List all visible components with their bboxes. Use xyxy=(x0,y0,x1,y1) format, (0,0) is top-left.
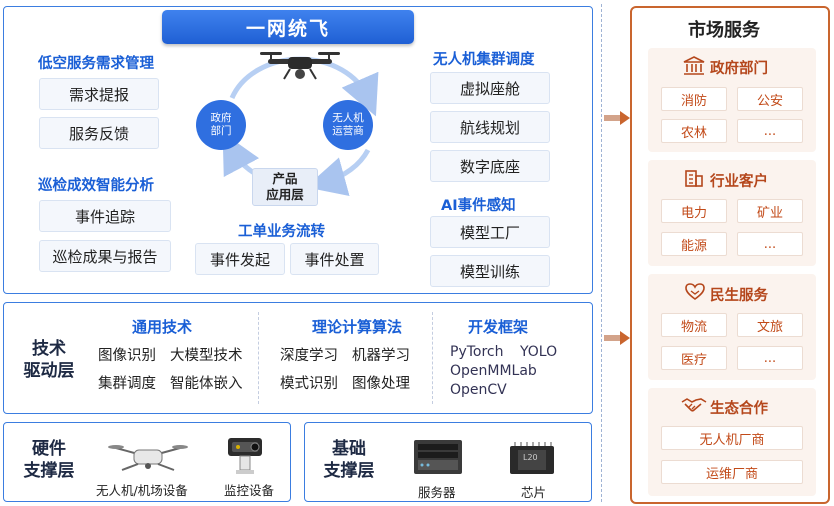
general-tech-item: 大模型技术 xyxy=(170,348,243,364)
event-initiate-button[interactable]: 事件发起 xyxy=(195,243,285,275)
vertical-divider xyxy=(601,4,602,502)
gov-chip[interactable]: 消防 xyxy=(661,87,727,111)
industry-chip[interactable]: ... xyxy=(737,232,803,256)
server-caption: 服务器 xyxy=(418,485,456,500)
gov-chip[interactable]: 公安 xyxy=(737,87,803,111)
inspection-analysis-title: 巡检成效智能分析 xyxy=(38,178,154,194)
event-tracking-button[interactable]: 事件追踪 xyxy=(39,200,171,232)
livelihood-chip[interactable]: ... xyxy=(737,346,803,370)
theory-item: 机器学习 xyxy=(352,348,410,364)
general-tech-item: 图像识别 xyxy=(98,348,156,364)
livelihood-title: 民生服务 xyxy=(710,288,768,304)
header-title-bar: 一网统飞 xyxy=(162,10,414,44)
ecology-chip[interactable]: 运维厂商 xyxy=(661,460,803,484)
framework-item: OpenCV xyxy=(450,382,507,398)
event-handle-button[interactable]: 事件处置 xyxy=(290,243,379,275)
base-layer-label: 基础 支撑层 xyxy=(323,439,375,481)
general-tech-item: 智能体嵌入 xyxy=(170,376,243,392)
government-circle: 政府 部门 xyxy=(196,100,246,150)
industry-chip[interactable]: 能源 xyxy=(661,232,727,256)
ai-perception-title: AI事件感知 xyxy=(441,198,516,214)
server-icon xyxy=(414,440,462,474)
ecology-chip[interactable]: 无人机厂商 xyxy=(661,426,803,450)
model-factory-button[interactable]: 模型工厂 xyxy=(430,216,550,248)
framework-item: YOLO xyxy=(520,344,558,360)
government-building-icon xyxy=(683,56,705,75)
cycle-arrow-bottom-right xyxy=(305,148,371,197)
framework-item: OpenMMLab xyxy=(450,363,537,379)
gov-chip[interactable]: 农林 xyxy=(661,119,727,143)
inspection-report-button[interactable]: 巡检成果与报告 xyxy=(39,240,171,272)
livelihood-chip[interactable]: 物流 xyxy=(661,313,727,337)
product-application-label: 产品 应用层 xyxy=(266,171,304,202)
tech-driven-layer xyxy=(3,302,593,414)
drone-device-icon xyxy=(108,445,188,471)
service-feedback-button[interactable]: 服务反馈 xyxy=(39,117,159,149)
tech-divider-1 xyxy=(258,312,259,404)
cluster-dispatch-title: 无人机集群调度 xyxy=(433,52,535,68)
gov-title: 政府部门 xyxy=(710,61,768,77)
product-application-badge: 产品 应用层 xyxy=(252,168,318,206)
market-services-title: 市场服务 xyxy=(688,20,760,41)
general-tech-item: 集群调度 xyxy=(98,376,156,392)
route-planning-button[interactable]: 航线规划 xyxy=(430,111,550,143)
surveillance-camera-icon xyxy=(228,438,262,474)
gov-chip[interactable]: ... xyxy=(737,119,803,143)
handshake-icon xyxy=(681,398,707,412)
operator-circle-label: 无人机 运营商 xyxy=(332,112,364,137)
general-tech-title: 通用技术 xyxy=(132,318,193,336)
operator-circle: 无人机 运营商 xyxy=(323,100,373,150)
framework-item: PyTorch xyxy=(450,344,504,360)
theory-item: 模式识别 xyxy=(280,376,338,392)
demand-report-button[interactable]: 需求提报 xyxy=(39,78,159,110)
industry-chip[interactable]: 电力 xyxy=(661,199,727,223)
office-building-icon xyxy=(685,170,703,187)
page-title: 一网统飞 xyxy=(245,17,330,40)
monitor-device-caption: 监控设备 xyxy=(224,483,275,498)
drone-icon xyxy=(260,52,340,80)
livelihood-chip[interactable]: 文旅 xyxy=(737,313,803,337)
theory-algorithm-title: 理论计算算法 xyxy=(312,318,403,336)
virtual-cockpit-button[interactable]: 虚拟座舱 xyxy=(430,72,550,104)
arrow-to-market-bottom xyxy=(604,331,630,345)
livelihood-chip[interactable]: 医疗 xyxy=(661,346,727,370)
theory-item: 图像处理 xyxy=(352,376,410,392)
chip-icon xyxy=(510,442,554,474)
tech-layer-label: 技术 驱动层 xyxy=(23,339,75,381)
chip-label: L20 xyxy=(523,453,538,462)
digital-base-button[interactable]: 数字底座 xyxy=(430,150,550,182)
tech-divider-2 xyxy=(432,312,433,404)
heart-hand-icon xyxy=(685,283,705,300)
industry-chip[interactable]: 矿业 xyxy=(737,199,803,223)
chip-caption: 芯片 xyxy=(521,485,547,500)
industry-title: 行业客户 xyxy=(710,174,768,190)
government-circle-label: 政府 部门 xyxy=(210,112,232,137)
hardware-layer-label: 硬件 支撑层 xyxy=(23,439,75,481)
demand-management-title: 低空服务需求管理 xyxy=(38,56,154,72)
arrow-to-market-top xyxy=(604,111,630,125)
model-training-button[interactable]: 模型训练 xyxy=(430,255,550,287)
framework-title: 开发框架 xyxy=(468,318,529,336)
ecology-title: 生态合作 xyxy=(710,401,768,417)
workorder-title: 工单业务流转 xyxy=(238,224,325,240)
drone-device-caption: 无人机/机场设备 xyxy=(96,483,188,498)
theory-item: 深度学习 xyxy=(280,348,338,364)
